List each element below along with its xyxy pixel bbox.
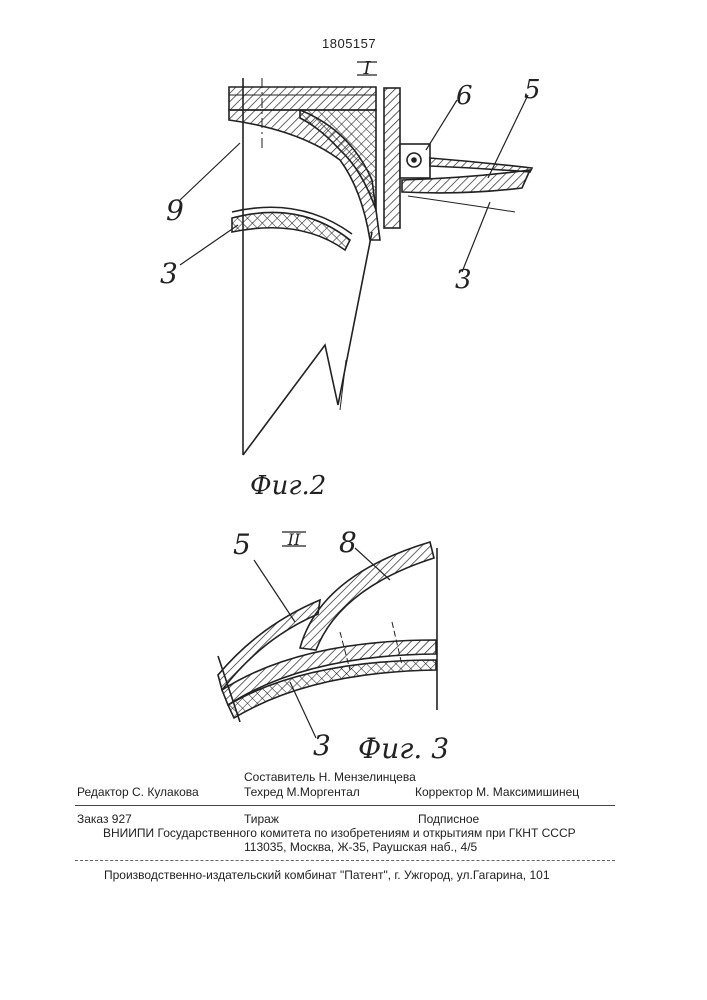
- fig2-section-mark: I: [362, 58, 371, 79]
- top-flange: [229, 87, 376, 110]
- imprint-tech-editor: Техред М.Моргентал: [244, 785, 360, 799]
- imprint-publisher: Производственно-издательский комбинат "П…: [104, 868, 550, 882]
- imprint-compiler: Составитель Н. Мензелинцева: [244, 770, 416, 784]
- fig2-label-3-left: 3: [160, 257, 178, 290]
- fig2-label-6: 6: [456, 81, 473, 111]
- imprint-org: ВНИИПИ Государственного комитета по изоб…: [103, 826, 576, 840]
- shell-3: [232, 212, 350, 250]
- divider-2: [75, 860, 615, 861]
- imprint-order: Заказ 927: [77, 812, 132, 826]
- figure-2: [180, 62, 532, 455]
- imprint-editor: Редактор С. Кулакова: [77, 785, 199, 799]
- vertical-plate: [384, 88, 400, 228]
- imprint-corrector: Корректор М. Максимишинец: [415, 785, 579, 799]
- fig2-label-9: 9: [166, 194, 184, 227]
- figure-3: [218, 532, 437, 738]
- divider-1: [75, 805, 615, 806]
- fig2-caption: Фиг.2: [250, 471, 326, 501]
- fig3-label-8: 8: [339, 526, 357, 559]
- fig3-label-3: 3: [313, 729, 331, 762]
- imprint-address: 113035, Москва, Ж-35, Раушская наб., 4/5: [244, 840, 477, 854]
- imprint-circulation: Тираж: [244, 812, 279, 826]
- fig3-caption: Фиг. 3: [358, 732, 449, 765]
- fig3-label-5: 5: [233, 528, 251, 561]
- fig2-label-3-right: 3: [455, 265, 472, 295]
- fig2-label-5: 5: [524, 75, 541, 105]
- fig3-section-mark: II: [287, 530, 301, 549]
- vane-outline: [243, 232, 372, 455]
- imprint-subscription: Подписное: [418, 812, 479, 826]
